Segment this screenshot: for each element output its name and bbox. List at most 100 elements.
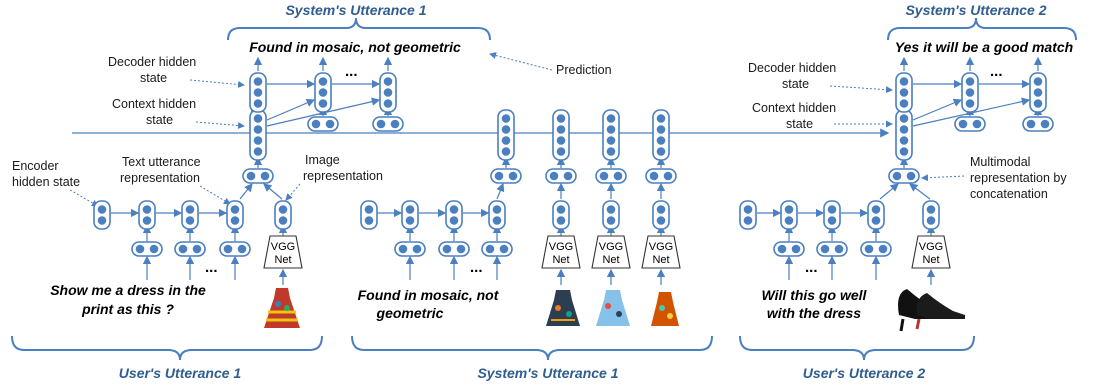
decoder-input-node <box>307 116 339 132</box>
context-hidden-node <box>249 109 267 161</box>
text-utterance-label-1: Text utterance <box>122 155 201 169</box>
decoder2-hidden-label-2: state <box>782 77 809 91</box>
vgg-net-label: Net <box>922 254 939 266</box>
prediction-label: Prediction <box>556 63 612 77</box>
brace-label-system-utterance-1-top: System's Utterance 1 <box>285 2 426 18</box>
multimodal-label-2: representation by <box>970 171 1067 185</box>
user2-utterance-line2: with the dress <box>767 305 861 321</box>
encoder-hidden-node <box>181 200 199 230</box>
vgg-net-label: Net <box>552 254 569 266</box>
image-feature-node <box>552 200 570 230</box>
ellipsis-user-1: ... <box>205 259 218 276</box>
ellipsis-decoder-2: ... <box>990 63 1003 80</box>
decoder2-hidden-label-1: Decoder hidden <box>748 61 836 75</box>
context2-hidden-label-1: Context hidden <box>752 101 836 115</box>
ellipsis-system-1: ... <box>470 259 483 276</box>
multimodal-concat-node <box>242 168 274 184</box>
brace-users-utterance-2 <box>739 335 975 361</box>
context-hidden-label-1: Context hidden <box>112 97 196 111</box>
decoder-output-1: Found in mosaic, not geometric <box>249 39 461 55</box>
dress-image <box>264 288 300 328</box>
word-embedding-node <box>481 241 513 257</box>
ellipsis-user-2: ... <box>805 259 818 276</box>
decoder-hidden-node <box>379 72 397 113</box>
vgg-label: VGG <box>919 241 943 253</box>
word-embedding-node <box>174 241 206 257</box>
encoder-hidden-node <box>823 200 841 230</box>
system1-utterance-line1: Found in mosaic, not <box>358 287 500 303</box>
brace-system-utterance-2-top <box>887 17 1077 41</box>
image-feature-node <box>274 200 292 230</box>
word-embedding-node <box>394 241 426 257</box>
vgg-label: VGG <box>271 241 295 253</box>
brace-label-system-utterance-1-bottom: System's Utterance 1 <box>477 365 618 381</box>
word-embedding-node <box>438 241 470 257</box>
multimodal-label-1: Multimodal <box>970 155 1030 169</box>
word-embedding-node <box>219 241 251 257</box>
word-embedding-node <box>860 241 892 257</box>
image-feature-node <box>602 200 620 230</box>
arrow <box>912 98 963 121</box>
user2-utterance-line1: Will this go well <box>762 287 868 303</box>
user1-utterance-line1: Show me a dress in the <box>50 282 206 298</box>
multimodal-concat-node <box>888 168 920 184</box>
brace-label-system-utterance-2-top: System's Utterance 2 <box>905 2 1046 18</box>
encoder-hidden-node <box>780 200 798 230</box>
vgg-label: VGG <box>549 241 573 253</box>
context-hidden-node <box>602 109 620 161</box>
decoder-hidden-node <box>961 72 979 113</box>
shoe-image <box>898 289 965 332</box>
encoder-hidden-label-1: Encoder <box>12 159 59 173</box>
encoder-hidden-node <box>401 200 419 230</box>
encoder-hidden-node <box>138 200 156 230</box>
image-feature-node <box>922 200 940 230</box>
context-hidden-node <box>652 109 670 161</box>
encoder-hidden-node <box>93 200 111 230</box>
multimodal-concat-node <box>645 168 677 184</box>
arrow <box>263 183 283 200</box>
arrow <box>239 183 253 200</box>
arrow <box>909 183 931 200</box>
context-hidden-node <box>895 109 913 161</box>
decoder-output-2: Yes it will be a good match <box>895 39 1073 55</box>
image-rep-label-1: Image <box>305 153 340 167</box>
arrow <box>266 97 381 127</box>
brace-system-utterance-1-top <box>227 17 491 41</box>
word-embedding-node <box>816 241 848 257</box>
text-utterance-label-2: representation <box>120 171 200 185</box>
decoder-hidden-node <box>249 72 267 113</box>
system1-utterance-line2: geometric <box>376 305 444 321</box>
decoder-input-node <box>954 116 986 132</box>
brace-label-users-utterance-1: User's Utterance 1 <box>119 365 242 381</box>
word-embedding-node <box>773 241 805 257</box>
multimodal-concat-node <box>545 168 577 184</box>
encoder-hidden-node <box>867 200 885 230</box>
image-rep-label-2: representation <box>303 169 383 183</box>
multimodal-concat-node <box>490 168 522 184</box>
decoder-input-node <box>1022 116 1054 132</box>
rnn-nodes <box>93 72 1054 257</box>
brace-users-utterance-1 <box>11 335 323 361</box>
dress-image <box>651 292 679 326</box>
encoder-hidden-node <box>226 200 244 230</box>
vgg-net-label: Net <box>602 254 619 266</box>
word-embedding-node <box>131 241 163 257</box>
decoder-hidden-label-1: Decoder hidden <box>108 55 196 69</box>
vgg-net-label: Net <box>652 254 669 266</box>
arrow <box>879 183 899 200</box>
vgg-net-label: Net <box>274 254 291 266</box>
brace-system-utterance-1-bottom <box>351 335 713 361</box>
decoder-hidden-label-2: state <box>140 71 167 85</box>
dress-image <box>546 290 580 326</box>
vgg-label: VGG <box>649 241 673 253</box>
decoder-hidden-node <box>895 72 913 113</box>
decoder-input-node <box>372 116 404 132</box>
encoder-hidden-label-2: hidden state <box>12 175 80 189</box>
encoder-hidden-node <box>360 200 378 230</box>
